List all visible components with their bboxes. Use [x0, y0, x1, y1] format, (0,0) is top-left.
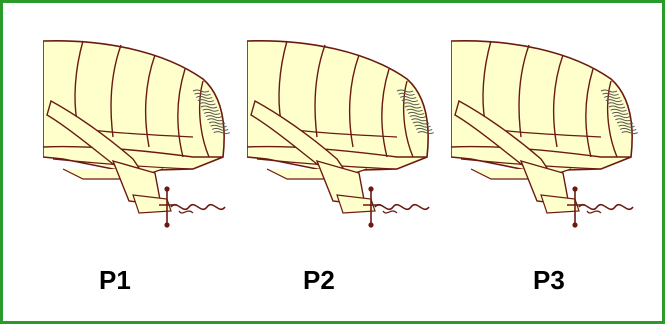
panel-p2	[247, 29, 447, 249]
abdomen-body	[247, 41, 428, 171]
panel-label-p2: P2	[303, 265, 383, 296]
panel-p3	[451, 29, 651, 249]
abdomen-illustration-p2	[247, 29, 447, 249]
abdomen-illustration-p1	[43, 29, 243, 249]
abdomen-body	[43, 41, 224, 171]
abdomen-illustration-p3	[451, 29, 651, 249]
panel-p1	[43, 29, 243, 249]
abdomen-body	[451, 41, 632, 171]
panel-label-p1: P1	[99, 265, 179, 296]
panel-label-p3: P3	[533, 265, 613, 296]
